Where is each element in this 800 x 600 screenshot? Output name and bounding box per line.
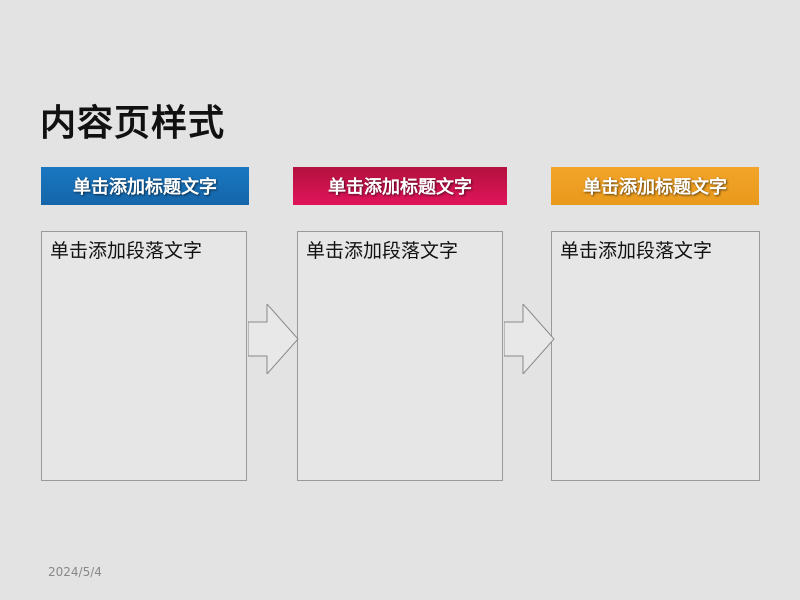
column-heading-3[interactable]: 单击添加标题文字	[551, 167, 759, 205]
column-body-3[interactable]: 单击添加段落文字	[551, 231, 760, 481]
slide-date: 2024/5/4	[48, 565, 102, 579]
paragraph-text: 单击添加段落文字	[560, 240, 713, 262]
column-heading-1[interactable]: 单击添加标题文字	[41, 167, 249, 205]
right-arrow-icon	[504, 304, 555, 374]
column-heading-2[interactable]: 单击添加标题文字	[293, 167, 507, 205]
right-arrow-icon	[248, 304, 299, 374]
column-body-2[interactable]: 单击添加段落文字	[297, 231, 503, 481]
page-title: 内容页样式	[40, 103, 226, 144]
column-body-1[interactable]: 单击添加段落文字	[41, 231, 247, 481]
paragraph-text: 单击添加段落文字	[50, 240, 203, 262]
paragraph-text: 单击添加段落文字	[306, 240, 459, 262]
